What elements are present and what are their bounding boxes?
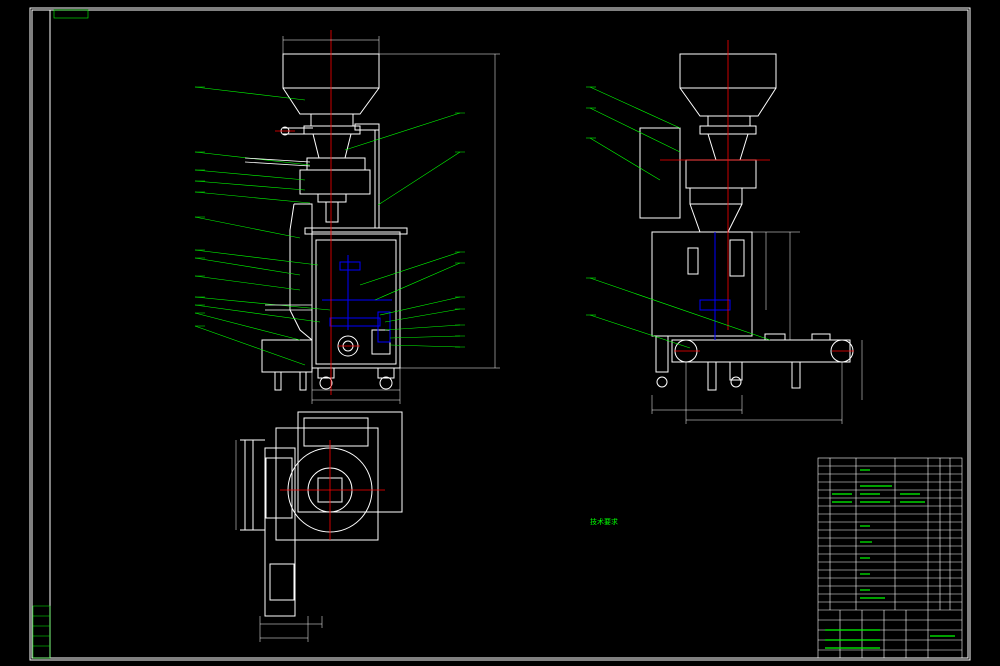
- plan-centerlines: [280, 440, 385, 540]
- bom-text-marks: [825, 469, 955, 649]
- front-leaders-right: [344, 112, 461, 348]
- front-side-rod: [244, 157, 312, 311]
- plan-dimensions: [235, 440, 323, 642]
- corner-label-box: [53, 9, 89, 19]
- title-block: [817, 457, 963, 659]
- plan-view: [235, 411, 403, 642]
- front-dimensions: [282, 36, 500, 404]
- side-leaders: [586, 86, 771, 349]
- front-mechanism: [322, 255, 392, 343]
- side-centerlines: [660, 40, 854, 352]
- front-leaders-left: [194, 86, 331, 366]
- tech-requirements-title: 技术要求: [590, 518, 618, 526]
- side-dimensions: [651, 231, 863, 424]
- front-hopper: [261, 53, 408, 391]
- side-mechanism: [699, 232, 731, 340]
- front-view: [194, 30, 500, 404]
- side-view: [586, 40, 863, 424]
- front-centerlines: [275, 30, 360, 395]
- left-strip-table: [32, 605, 51, 659]
- front-leader-ticks: [195, 86, 465, 348]
- drawing-frame: [29, 7, 971, 661]
